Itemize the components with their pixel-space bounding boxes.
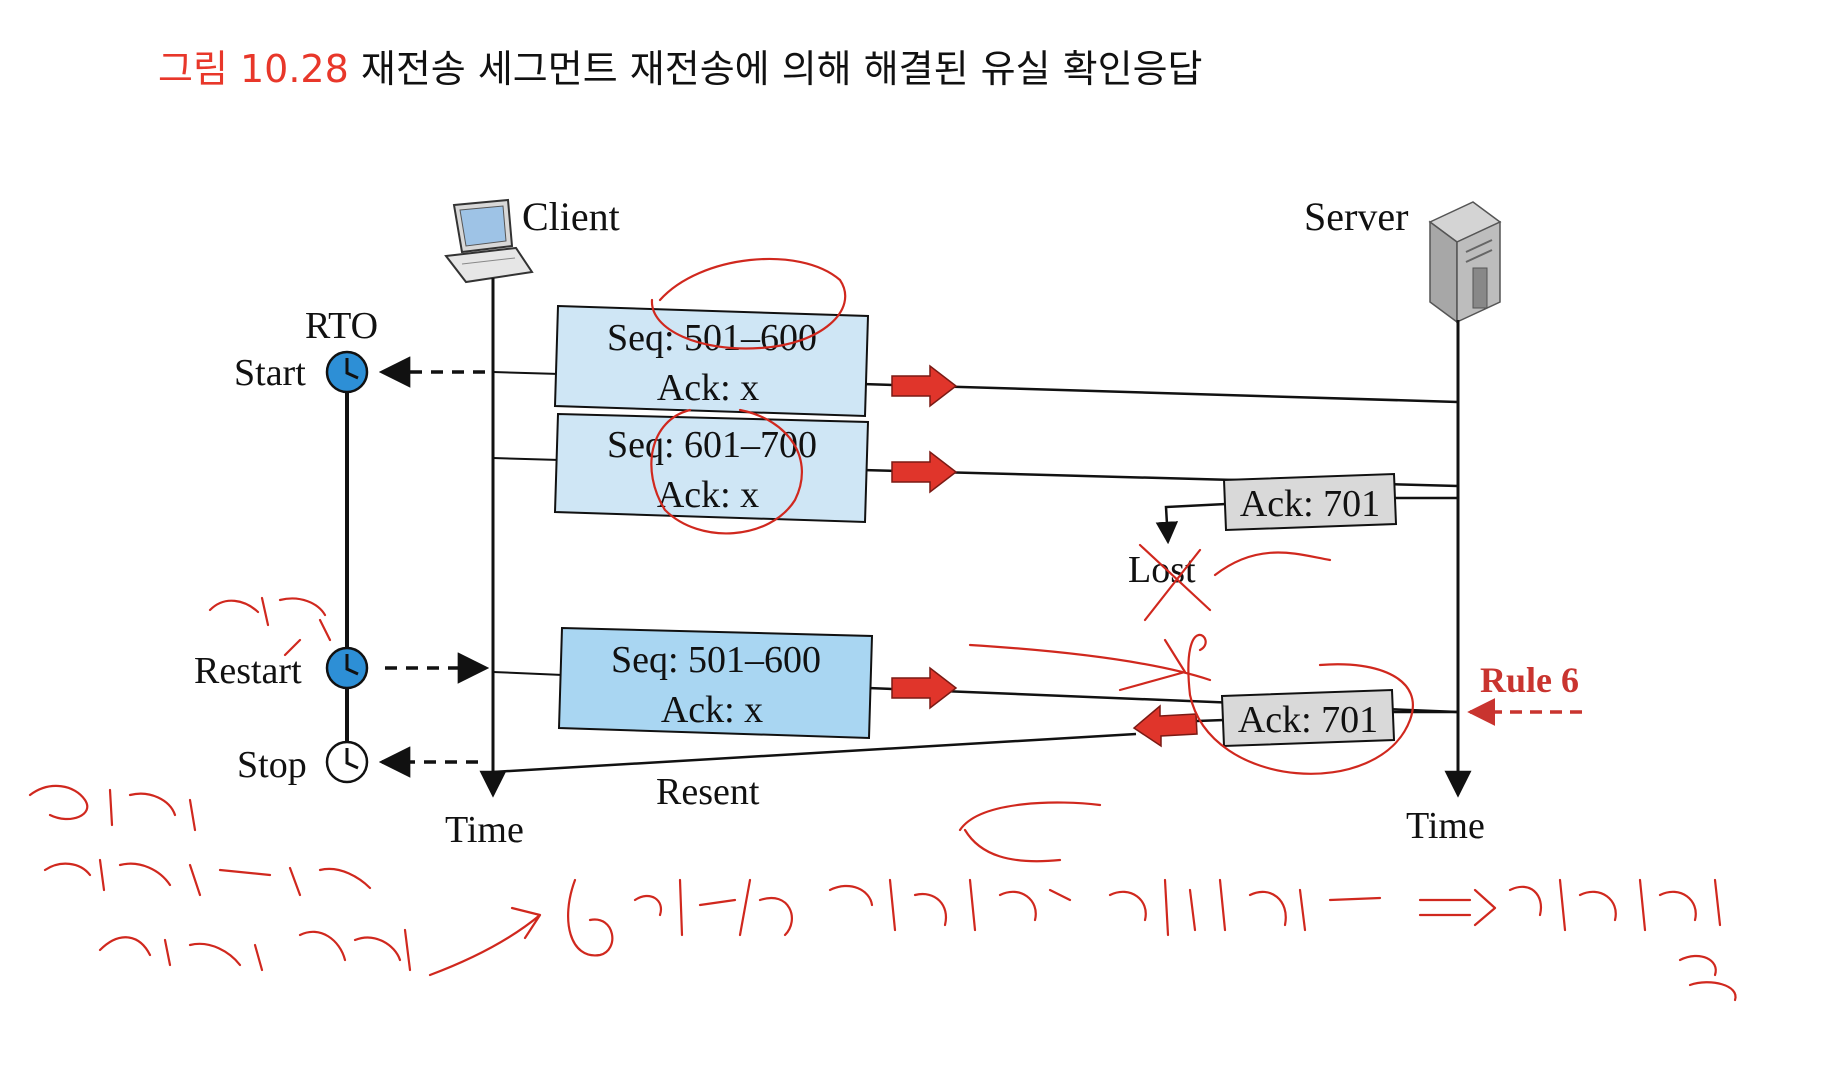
clock-stop-icon <box>325 740 369 784</box>
final-ack-box: Ack: 701 <box>1220 688 1396 748</box>
segment-1-arrow-icon <box>891 364 958 408</box>
figure-caption: 재전송 세그먼트 재전송에 의해 해결된 유실 확인응답 <box>360 47 1203 91</box>
handwritten-annotations <box>28 257 1737 1002</box>
lost-ack-box: Ack: 701 <box>1222 472 1398 532</box>
rto-restart-label: Restart <box>194 650 302 692</box>
server-icon <box>1428 201 1502 324</box>
final-ack-label: Ack: 701 <box>1238 699 1378 741</box>
segment-1-seq: Seq: 501–600 <box>607 317 817 359</box>
final-ack-arrow-icon <box>1132 704 1198 748</box>
rule-label: Rule 6 <box>1480 660 1579 700</box>
segment-2-seq: Seq: 601–700 <box>607 424 817 466</box>
rto-stop-label: Stop <box>237 744 307 786</box>
figure-number: 그림 10.28 <box>158 47 349 91</box>
clock-restart-icon <box>325 646 369 690</box>
segment-1-box: Seq: 501–600 Ack: x <box>553 304 870 418</box>
segment-3-line <box>492 671 564 676</box>
segment-3-box: Seq: 501–600 Ack: x <box>557 626 874 740</box>
server-time-label: Time <box>1406 805 1485 847</box>
client-label: Client <box>522 194 620 239</box>
segment-2-ack: Ack: x <box>657 474 759 516</box>
segment-2-box: Seq: 601–700 Ack: x <box>553 412 870 524</box>
segment-3-seq: Seq: 501–600 <box>611 639 821 681</box>
segment-1-line <box>492 371 561 375</box>
rto-start-label: Start <box>234 352 306 394</box>
lost-ack-line-left <box>1155 502 1227 545</box>
segment-3-ack: Ack: x <box>661 689 763 731</box>
lost-ack-label: Ack: 701 <box>1240 483 1380 525</box>
resent-label: Resent <box>656 771 760 813</box>
clock-start-icon <box>325 350 369 394</box>
segment-3-arrow-icon <box>891 666 958 710</box>
figure-title: 그림 10.28 재전송 세그먼트 재전송에 의해 해결된 유실 확인응답 <box>158 38 1203 93</box>
segment-1-line-tail <box>861 382 1459 404</box>
laptop-icon <box>444 198 534 284</box>
client-time-label: Time <box>445 809 524 851</box>
lost-label: Lost <box>1128 549 1196 591</box>
segment-1-ack: Ack: x <box>657 367 759 409</box>
segment-2-line <box>492 457 561 461</box>
rto-label: RTO <box>305 305 378 347</box>
segment-2-arrow-icon <box>891 450 958 494</box>
final-ack-line-left <box>492 732 1137 774</box>
server-label: Server <box>1304 194 1408 239</box>
